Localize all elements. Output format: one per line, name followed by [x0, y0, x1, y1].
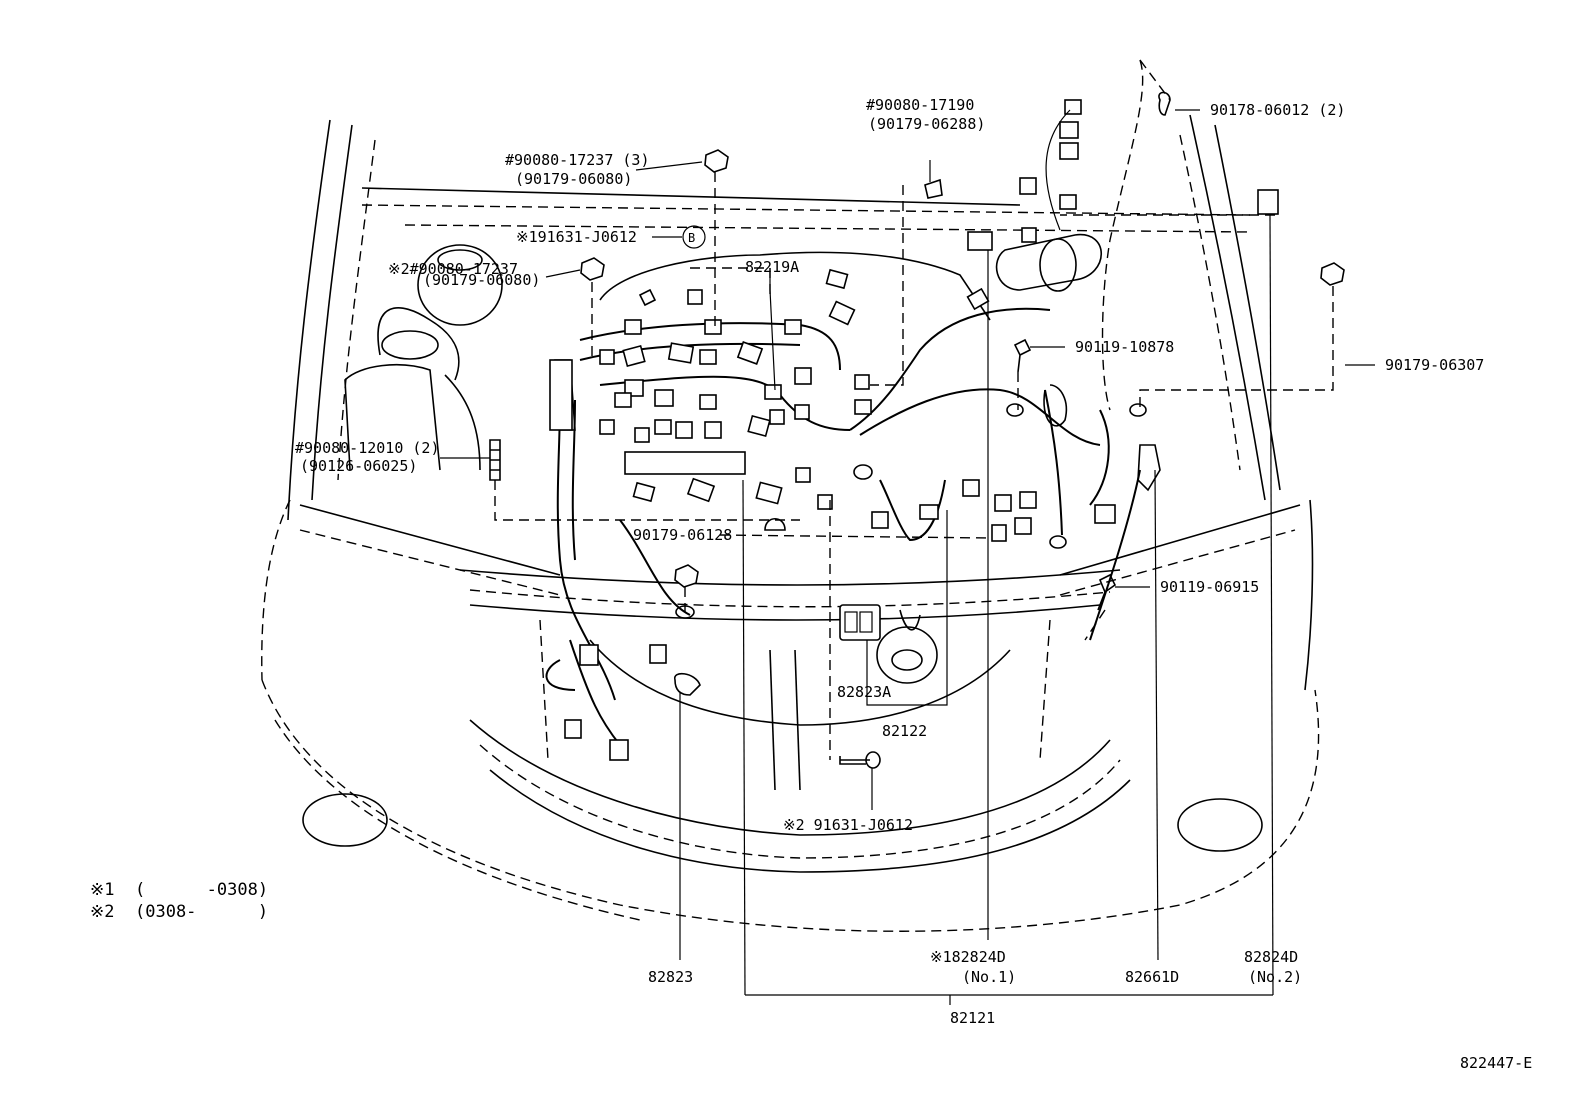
- legend-range-2: (0308- ): [135, 902, 268, 922]
- label-90080-12010: #90080-12010 (2): [295, 439, 440, 457]
- label-82823A: 82823A: [837, 683, 891, 701]
- label-90179-06128: 90179-06128: [633, 526, 732, 544]
- right-components: [674, 59, 1279, 769]
- label-90179-06080-a: (90179-06080): [515, 170, 632, 188]
- label-2-91631-J0612: ※2 91631-J0612: [783, 816, 913, 834]
- label-90119-06915: 90119-06915: [1160, 578, 1259, 596]
- label-90179-06288: (90179-06288): [868, 115, 985, 133]
- label-2-90080-17237: ※2#90080-17237: [388, 260, 518, 278]
- label-82661D: 82661D: [1125, 968, 1179, 986]
- label-82823: 82823: [648, 968, 693, 986]
- label-no2: (No.2): [1248, 968, 1302, 986]
- vehicle-body-outline: [261, 114, 1320, 932]
- legend-mark-2: ※2: [90, 902, 114, 922]
- label-182824D: ※182824D: [930, 948, 1006, 966]
- legend-mark-1: ※1: [90, 880, 114, 900]
- label-191631-J0612: ※191631-J0612: [516, 228, 637, 246]
- label-no1: (No.1): [962, 968, 1016, 986]
- label-90179-06307: 90179-06307: [1385, 356, 1484, 374]
- dashed-guides: [494, 172, 1334, 760]
- label-90126-06025: (90126-06025): [300, 457, 417, 475]
- label-90119-10878: 90119-10878: [1075, 338, 1174, 356]
- leader-lines: [440, 109, 1375, 1005]
- engine-harness: [545, 251, 1147, 761]
- diagram-code: 822447-E: [1460, 1054, 1532, 1072]
- label-82824D: 82824D: [1244, 948, 1298, 966]
- label-90080-17237-3: #90080-17237 (3): [505, 151, 650, 169]
- nut-icons: [489, 149, 1345, 588]
- label-90178-06012: 90178-06012 (2): [1210, 101, 1345, 119]
- label-82122: 82122: [882, 722, 927, 740]
- label-82121: 82121: [950, 1009, 995, 1027]
- label-B-circle: B: [688, 231, 695, 245]
- part-labels: 90178-06012 (2) #90080-17190 (90179-0628…: [295, 96, 1532, 1072]
- label-82219A: 82219A: [745, 258, 799, 276]
- legend-range-1: ( -0308): [135, 880, 268, 900]
- legend: ※1 ( -0308) ※2 (0308- ): [90, 880, 268, 922]
- label-90179-06080-b: (90179-06080): [423, 271, 540, 289]
- label-90080-17190: #90080-17190: [866, 96, 974, 114]
- reservoir-parts: [344, 244, 503, 471]
